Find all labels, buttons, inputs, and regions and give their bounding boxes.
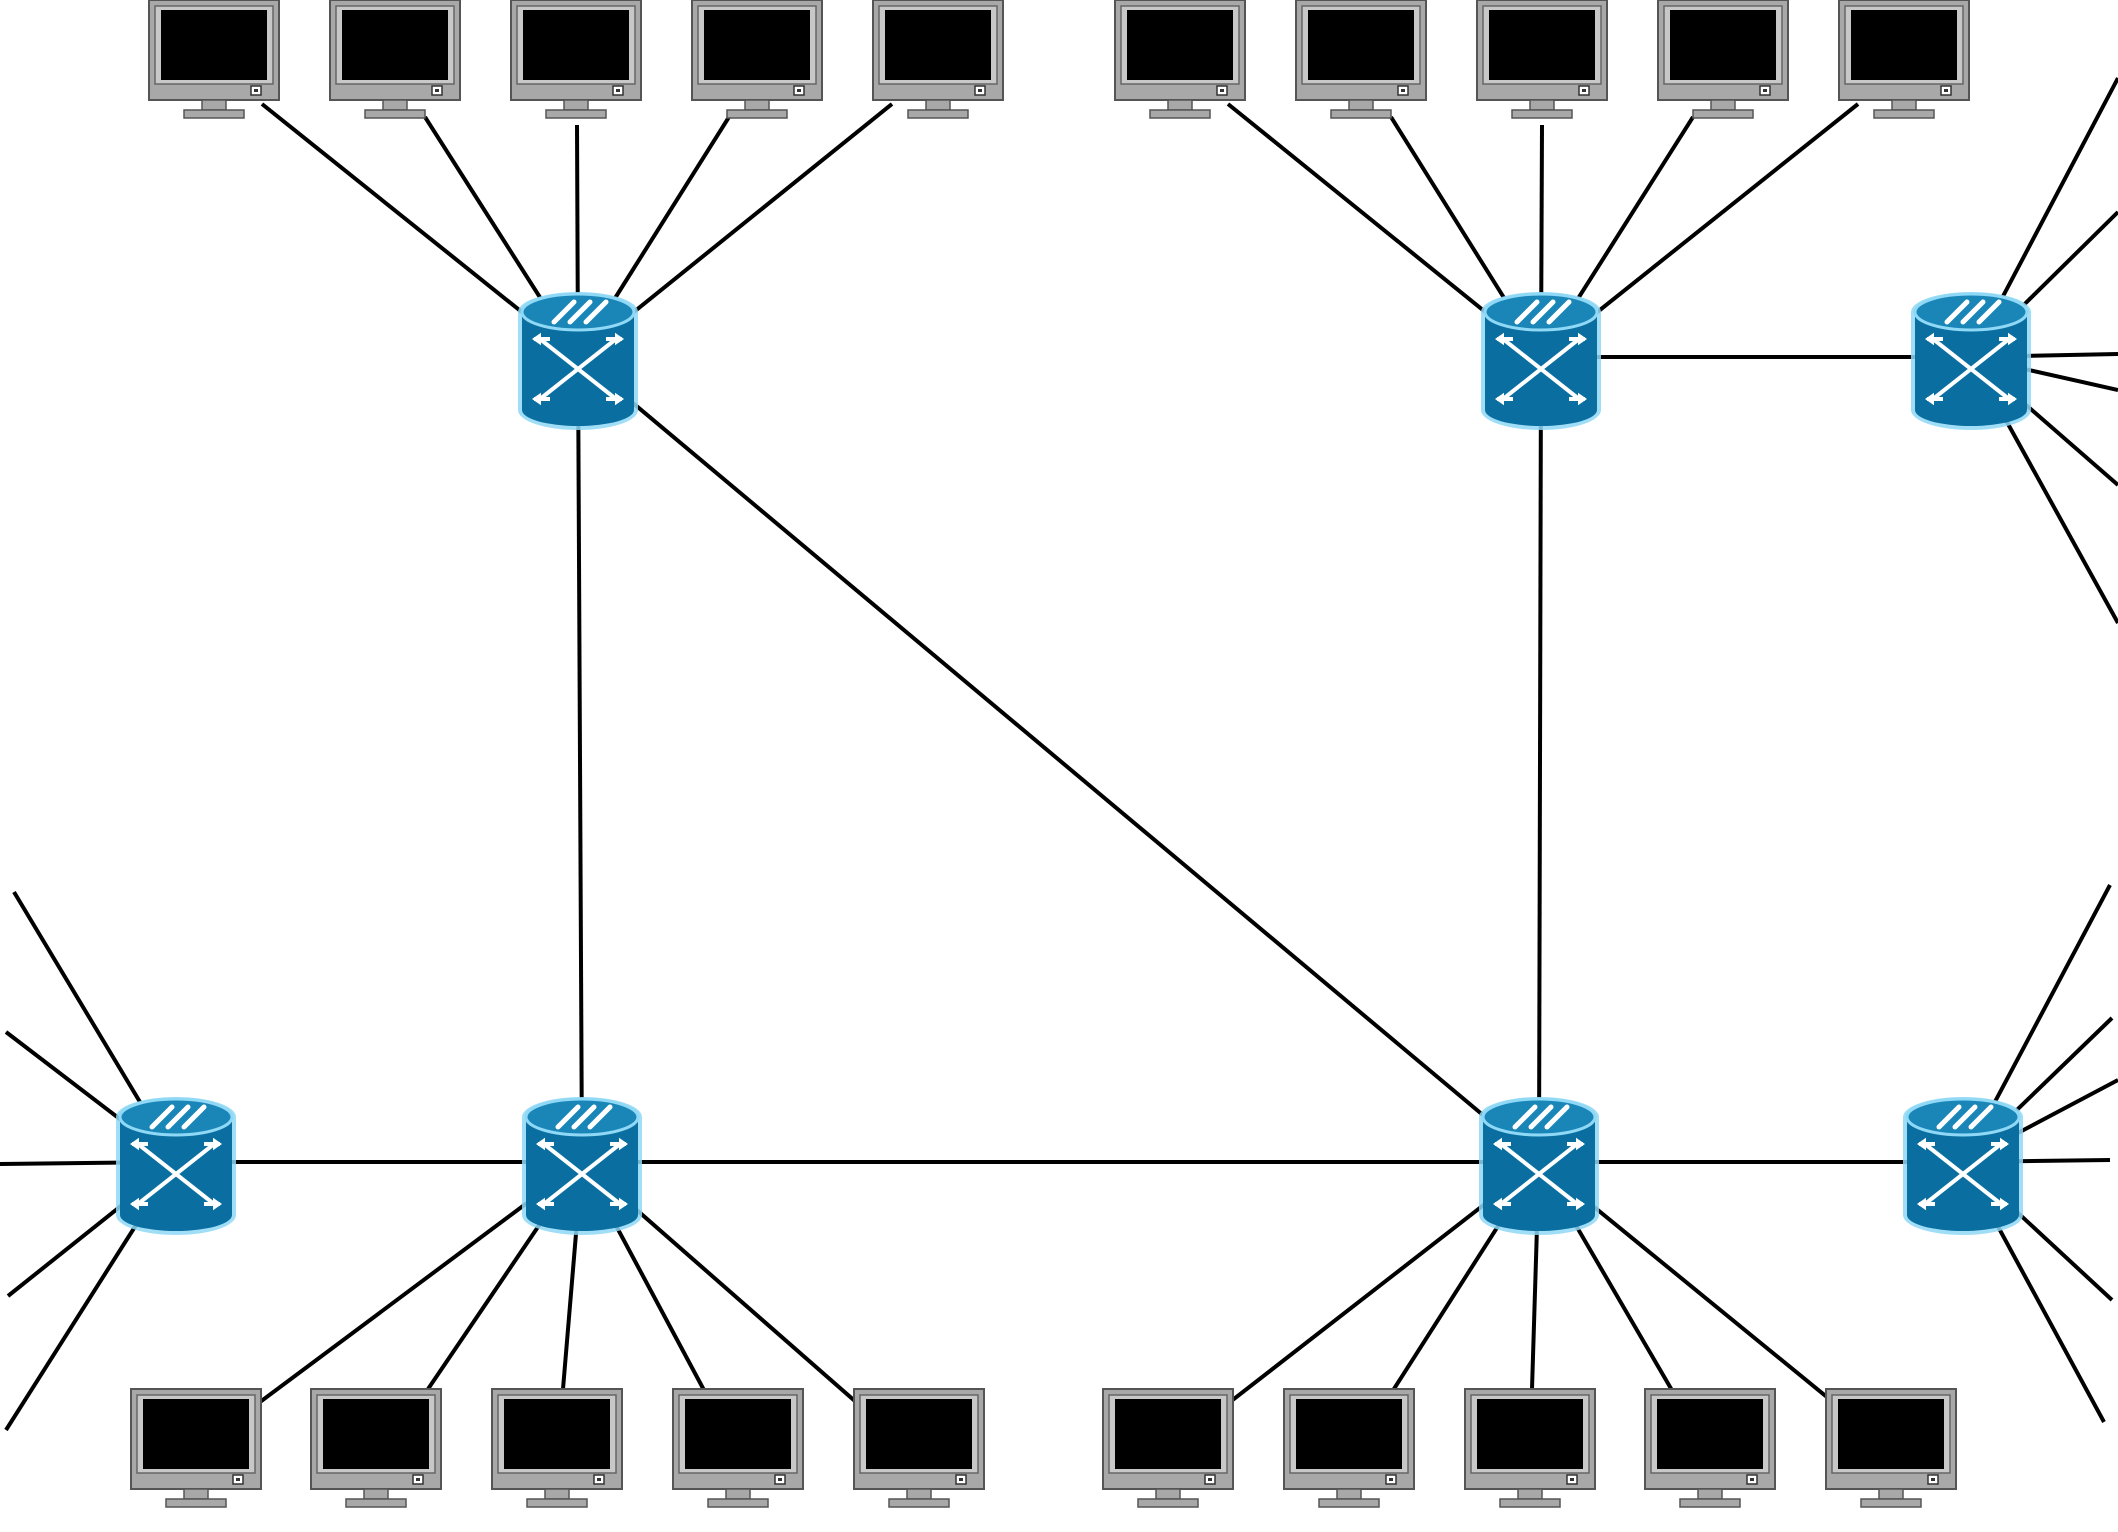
computer-monitor-icon [853, 1388, 985, 1508]
network-switch-icon [1481, 292, 1601, 430]
computer-monitor-icon [1838, 0, 1970, 119]
network-switch-icon [1911, 292, 2031, 430]
computers-layer [130, 0, 1970, 1508]
computer-monitor-icon [1644, 1388, 1776, 1508]
computer-monitor-icon [1114, 0, 1246, 119]
group-top-left [148, 0, 1004, 119]
computer-monitor-icon [1825, 1388, 1957, 1508]
link-sw-top-left-to-sw-bottom-center [576, 355, 1541, 1164]
computer-monitor-icon [1295, 0, 1427, 119]
switches-layer [116, 292, 2031, 1235]
link-sw-top-center-to-sw-bottom-center [1537, 356, 1543, 1163]
network-switch-icon [1903, 1097, 2023, 1235]
computer-monitor-icon [1657, 0, 1789, 119]
computer-monitor-icon [130, 1388, 262, 1508]
link-sw-top-left-to-sw-bottom-left [576, 356, 584, 1163]
computer-monitor-icon [1283, 1388, 1415, 1508]
computer-monitor-icon [1476, 0, 1608, 119]
group-bottom-center [1102, 1388, 1957, 1508]
computer-monitor-icon [672, 1388, 804, 1508]
computer-monitor-icon [1464, 1388, 1596, 1508]
network-switch-icon [116, 1097, 236, 1235]
network-switch-icon [518, 292, 638, 430]
computer-monitor-icon [691, 0, 823, 119]
group-bottom-left [130, 1388, 985, 1508]
offpage-links-layer [0, 77, 2118, 1432]
network-switch-icon [522, 1097, 642, 1235]
computer-monitor-icon [148, 0, 280, 119]
network-switch-icon [1479, 1097, 1599, 1235]
links-layer [176, 102, 1971, 1404]
computer-monitor-icon [329, 0, 461, 119]
computer-monitor-icon [1102, 1388, 1234, 1508]
computer-monitor-icon [310, 1388, 442, 1508]
computer-monitor-icon [872, 0, 1004, 119]
computer-monitor-icon [510, 0, 642, 119]
computer-monitor-icon [491, 1388, 623, 1508]
group-top-center [1114, 0, 1970, 119]
